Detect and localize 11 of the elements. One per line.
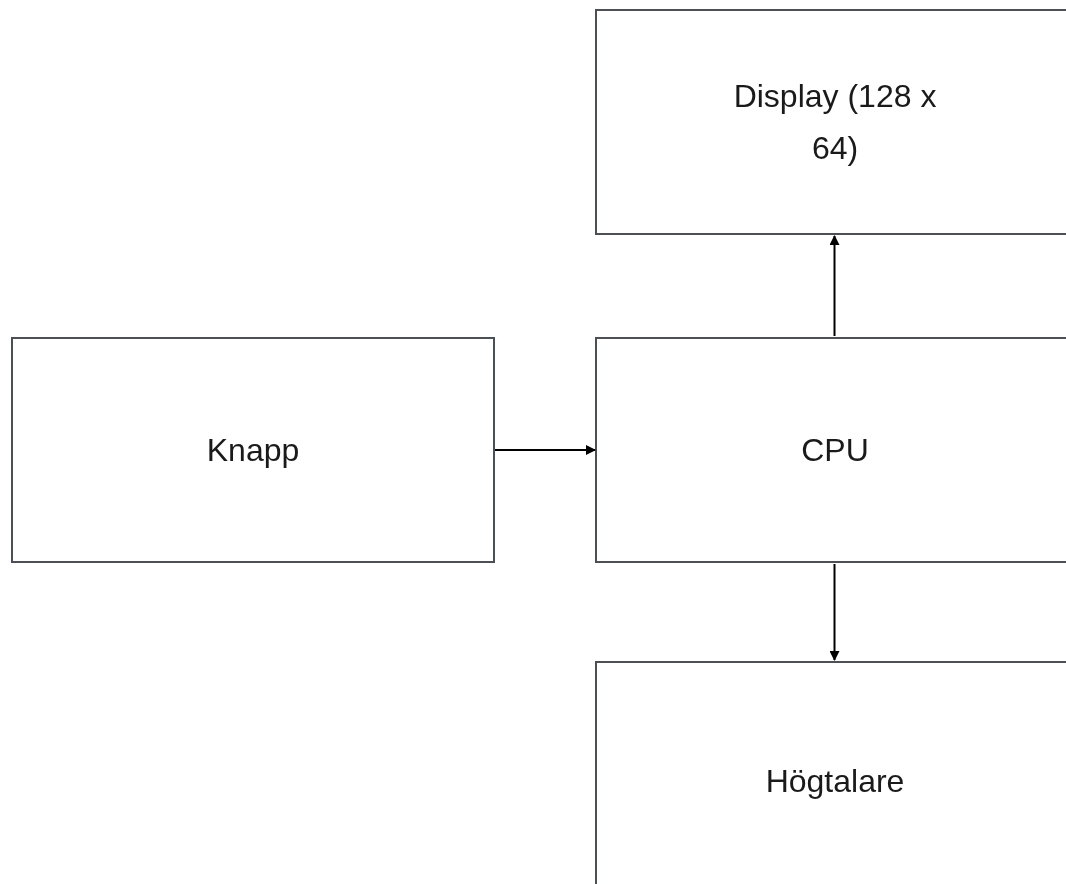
box-label: Display (128 x 64) [732, 77, 938, 168]
box-label: Högtalare [765, 762, 905, 801]
arrow [829, 235, 840, 337]
process-box [595, 661, 1066, 884]
process-box [595, 337, 1066, 563]
process-box [11, 337, 495, 563]
box-label: CPU [801, 431, 869, 470]
box-label: Knapp [206, 431, 300, 470]
arrow [829, 563, 840, 661]
arrow [494, 445, 596, 455]
process-box [595, 9, 1066, 235]
